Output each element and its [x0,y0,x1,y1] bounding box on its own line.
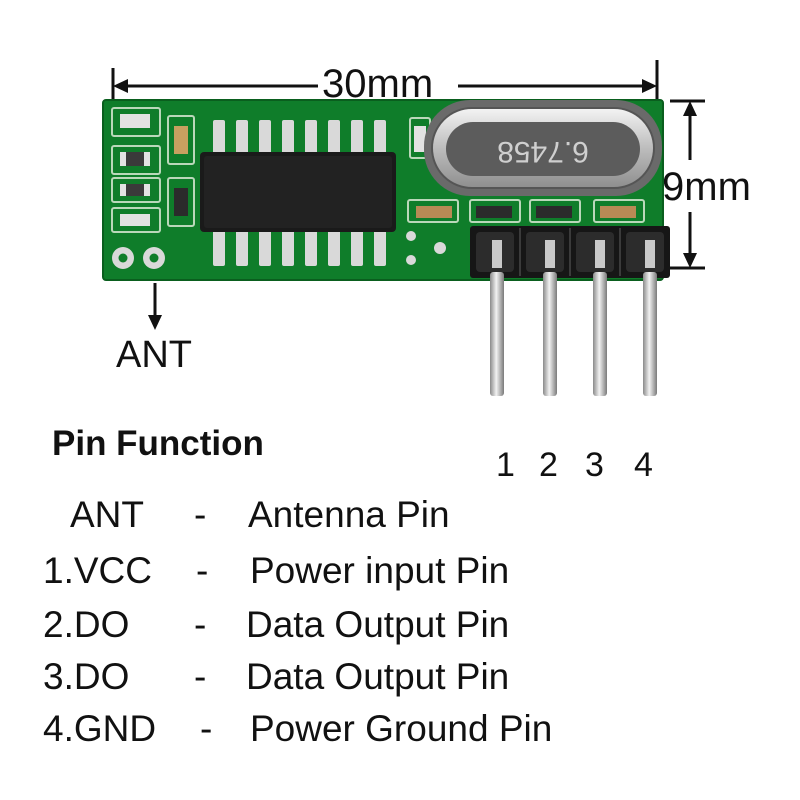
pin-desc: Power input Pin [250,550,510,591]
antenna-arrow [148,283,162,330]
pin-desc: Antenna Pin [248,494,450,535]
pin-name: 2.DO [43,604,130,645]
pin-name: 4.GND [43,708,157,749]
pin-number-4: 4 [634,446,653,484]
pin-number-3: 3 [585,446,604,484]
pin-name: 1.VCC [43,550,152,591]
antenna-label: ANT [116,334,192,376]
pin-header [470,226,670,396]
pin-name: 3.DO [43,656,130,697]
pin-name: ANT [70,494,144,535]
separator: - [196,550,209,591]
pin-4 [643,272,657,396]
ic-chip [200,120,396,266]
pin-row-vcc: 1.VCC - Power input Pin [0,550,800,600]
separator: - [200,708,213,749]
separator: - [194,604,207,645]
height-label: 9mm [662,165,751,209]
pin-1 [490,272,504,396]
pin-2 [543,272,557,396]
pin-number-1: 1 [496,446,515,484]
pin-desc: Data Output Pin [246,604,510,645]
height-dimension [670,99,705,270]
pin-function-title: Pin Function [52,424,264,463]
crystal-marking: 6.7458 [497,135,589,168]
width-dimension [111,60,659,100]
pin-3 [593,272,607,396]
antenna-pads [112,231,446,269]
pin-number-2: 2 [539,446,558,484]
pin-row-do-2: 2.DO - Data Output Pin [0,604,800,654]
crystal-oscillator: 6.7458 [424,100,662,196]
separator: - [194,494,207,535]
pin-row-do-3: 3.DO - Data Output Pin [0,656,800,706]
pin-row-ant: ANT - Antenna Pin [0,494,800,544]
width-label: 30mm [322,62,434,106]
pin-row-gnd: 4.GND - Power Ground Pin [0,708,800,758]
smd-components [120,114,636,226]
separator: - [194,656,207,697]
pin-desc: Data Output Pin [246,656,510,697]
pin-desc: Power Ground Pin [250,708,553,749]
